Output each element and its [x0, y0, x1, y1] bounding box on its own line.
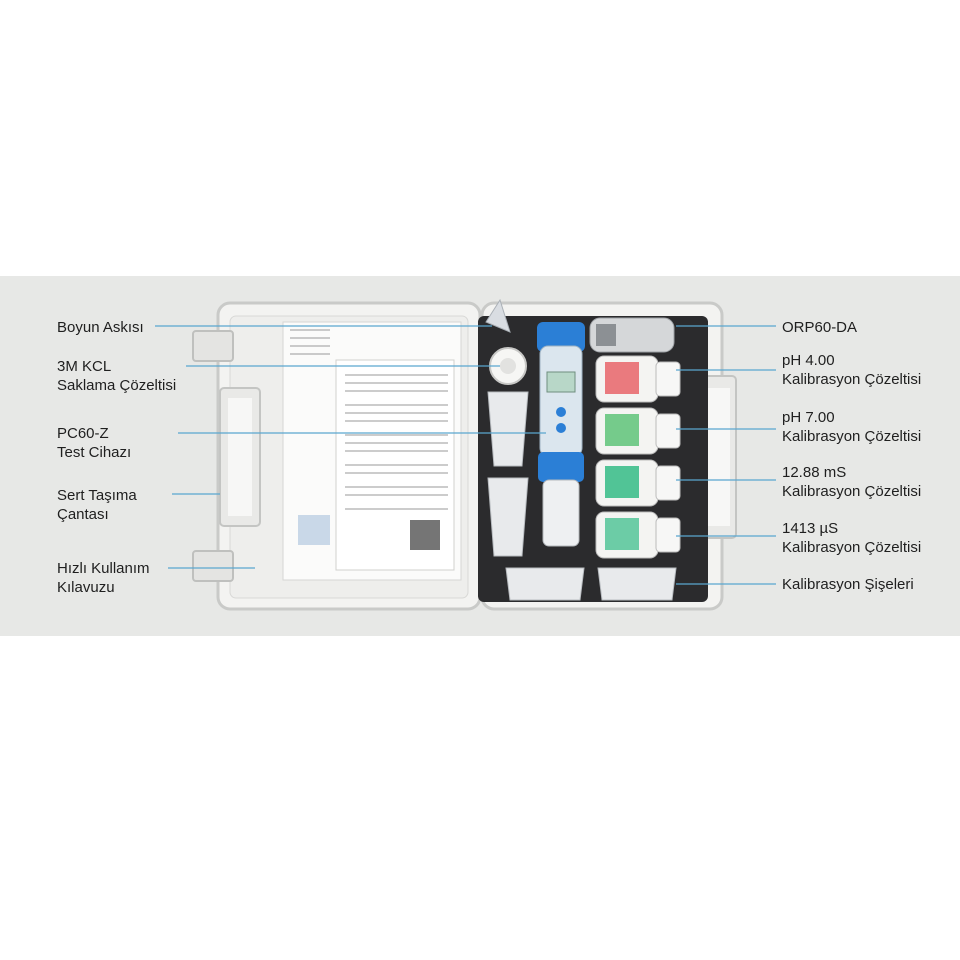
1288ms-bottle [595, 459, 681, 507]
label-neck-strap: Boyun Askısı [57, 319, 144, 336]
calibration-bottles [505, 567, 677, 601]
quick-guide-paper [282, 321, 462, 581]
label-quick-guide: Hızlı Kullanım Kılavuzu [57, 560, 150, 596]
1413us-bottle [595, 511, 681, 559]
ph7-bottle [595, 407, 681, 455]
calibration-cup [487, 391, 529, 557]
kcl-storage-bottle [489, 347, 527, 385]
callout-lines [155, 325, 776, 585]
label-calibration-bottles: Kalibrasyon Şişeleri [782, 576, 914, 593]
label-kcl-solution: 3M KCL Saklama Çözeltisi [57, 358, 177, 394]
label-ph7: pH 7.00 Kalibrasyon Çözeltisi [782, 409, 922, 445]
orp60-da-probe [589, 317, 675, 353]
label-ph4: pH 4.00 Kalibrasyon Çözeltisi [782, 352, 922, 388]
label-hard-case: Sert Taşıma Çantası [57, 487, 137, 523]
label-pc60-z: PC60-Z Test Cihazı [57, 425, 132, 461]
label-1288ms: 12.88 mS Kalibrasyon Çözeltisi [782, 464, 922, 500]
label-orp60-da: ORP60-DA [782, 319, 858, 336]
neck-strap [485, 298, 511, 333]
ph4-bottle [595, 355, 681, 403]
label-1413us: 1413 µS Kalibrasyon Çözeltisi [782, 520, 922, 556]
pc60-z-meter [537, 322, 585, 547]
